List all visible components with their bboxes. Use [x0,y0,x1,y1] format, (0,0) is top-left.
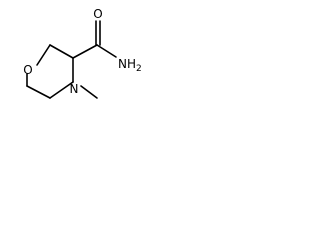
bond-n-methyl [80,85,98,99]
amide-nitrogen-label: NH2 [118,57,142,74]
bond-c2-c3 [49,44,74,59]
amide-nh-text: NH [118,57,136,71]
ring-bonds [26,44,74,99]
ring-nitrogen-label: N [70,82,79,96]
bond-c5-c6 [26,85,51,99]
atom-labels: O N O NH2 [23,7,141,96]
carbonyl-oxygen-label: O [93,7,102,21]
substituent-bonds [72,20,117,99]
bond-o-c2 [36,44,51,66]
amide-subscript: 2 [136,64,142,74]
bond-n4-c5 [49,81,74,99]
bond-c3-carbonyl [72,44,98,59]
chemical-structure: O N O NH2 [23,7,142,99]
ring-oxygen-label: O [23,63,32,77]
bond-carbonyl-nh2 [96,44,117,58]
